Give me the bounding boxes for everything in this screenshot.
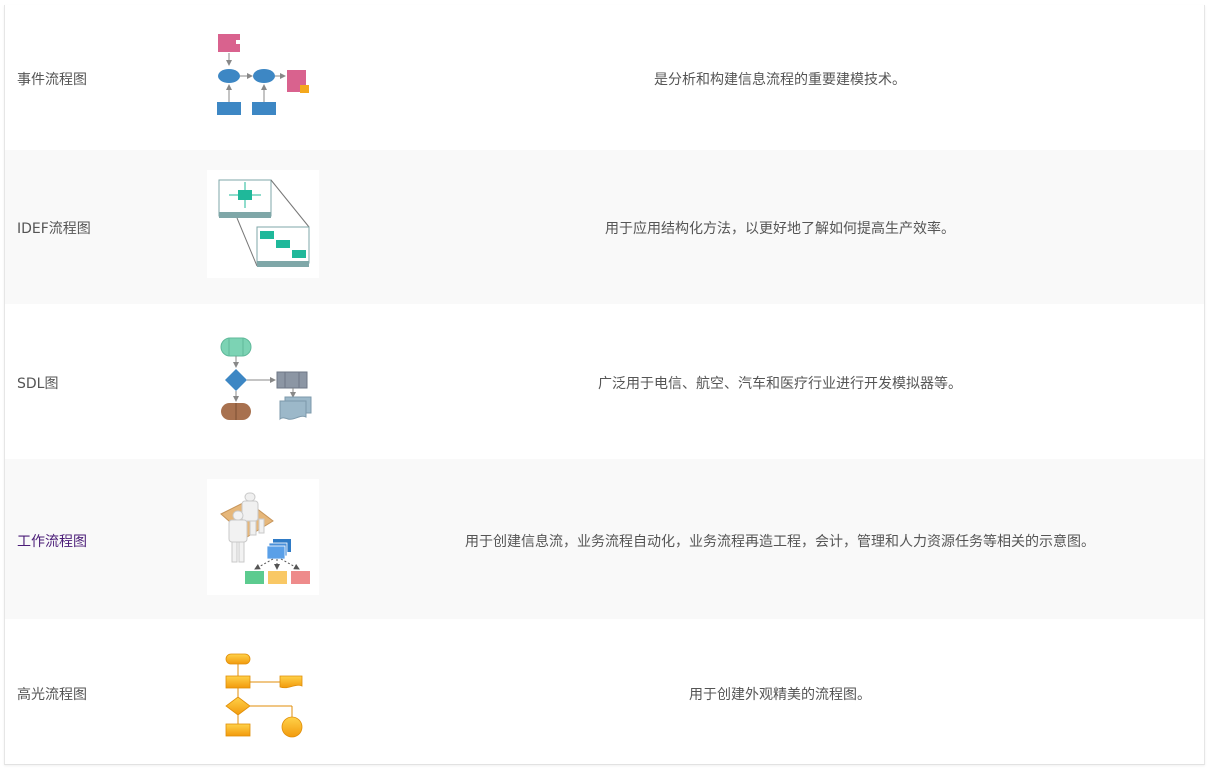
sdl-diagram-thumbnail[interactable] — [213, 331, 313, 427]
diagram-type-name[interactable]: 事件流程图 — [17, 72, 87, 88]
diagram-type-name[interactable]: SDL图 — [17, 376, 59, 392]
diagram-type-description: 广泛用于电信、航空、汽车和医疗行业进行开发模拟器等。 — [598, 376, 962, 392]
idef-flowchart-thumbnail[interactable] — [207, 170, 319, 278]
table-row: 高光流程图 — [5, 619, 1204, 764]
table-row: 事件流程图 — [5, 5, 1204, 150]
diagram-type-description: 用于应用结构化方法，以更好地了解如何提高生产效率。 — [605, 221, 955, 237]
diagram-type-description: 用于创建外观精美的流程图。 — [689, 687, 871, 703]
diagram-type-name[interactable]: IDEF流程图 — [17, 221, 91, 237]
diagram-type-name[interactable]: 工作流程图 — [17, 534, 87, 550]
diagram-type-description: 用于创建信息流，业务流程自动化，业务流程再造工程，会计，管理和人力资源任务等相关… — [465, 534, 1095, 550]
table-row: SDL图 — [5, 304, 1204, 459]
table-row: IDEF流程图 — [5, 150, 1204, 304]
workflow-diagram-thumbnail[interactable] — [207, 479, 319, 595]
diagram-type-description: 是分析和构建信息流程的重要建模技术。 — [654, 72, 906, 88]
diagram-types-table: 事件流程图 — [4, 5, 1205, 765]
diagram-type-name[interactable]: 高光流程图 — [17, 687, 87, 703]
event-flowchart-thumbnail[interactable] — [210, 29, 322, 119]
table-row: 工作流程图 — [5, 459, 1204, 619]
highlight-flowchart-thumbnail[interactable] — [213, 645, 313, 739]
